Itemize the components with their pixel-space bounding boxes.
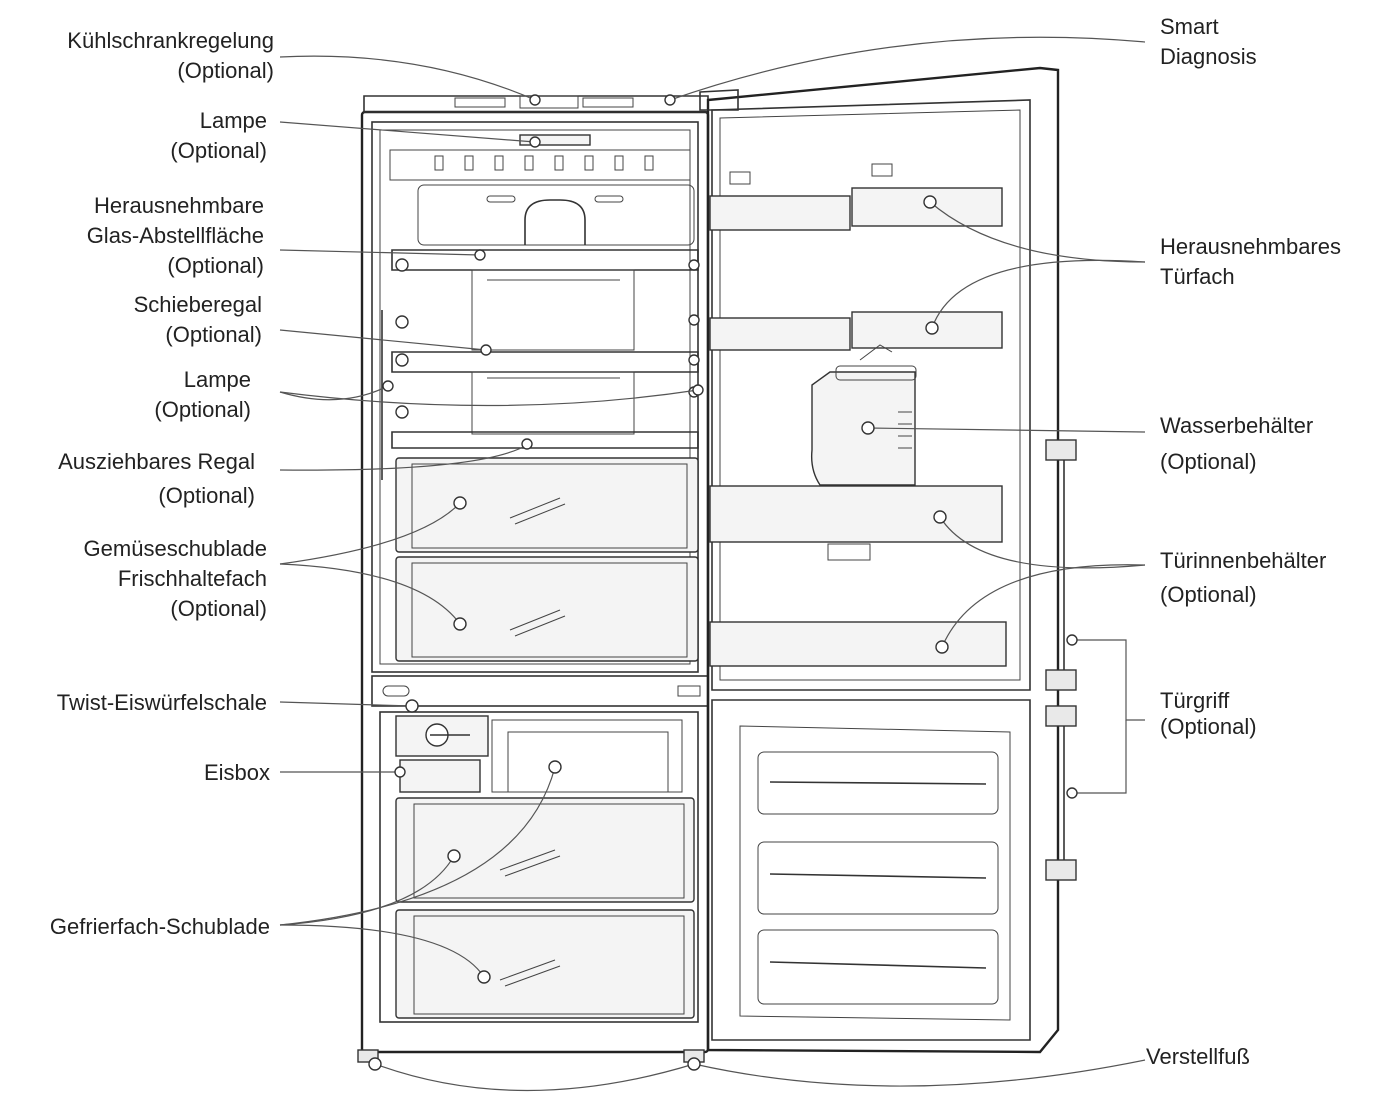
label-lampe-top: Lampe (Optional) <box>170 108 267 163</box>
label-ausziehbares-regal: Ausziehbares Regal (Optional) <box>58 449 255 508</box>
label-glas-abstellflaeche: Herausnehmbare Glas-Abstellfläche (Optio… <box>86 193 264 278</box>
label-lampe-mid: Lampe (Optional) <box>154 367 251 422</box>
fridge-door <box>699 66 1077 1054</box>
label-kuehlschrankregelung: Kühlschrankregelung (Optional) <box>67 28 274 83</box>
label-gemueseschublade: Gemüseschublade Frischhaltefach (Optiona… <box>83 536 267 621</box>
label-tuerinnenbehaelter: Türinnenbehälter (Optional) <box>1160 548 1327 607</box>
label-schieberegal: Schieberegal (Optional) <box>133 292 262 347</box>
label-twist-eiswuerfelschale: Twist-Eiswürfelschale <box>56 690 267 715</box>
label-gefrierfach-schublade: Gefrierfach-Schublade <box>49 914 270 939</box>
label-tuerfach: Herausnehmbares Türfach <box>1160 234 1341 289</box>
fridge-cabinet <box>357 95 710 1063</box>
label-tuergriff: Türgriff (Optional) <box>1160 688 1257 739</box>
label-wasserbehaelter: Wasserbehälter (Optional) <box>1160 413 1314 474</box>
label-verstellfuss: Verstellfuß <box>1146 1044 1250 1069</box>
label-eisbox: Eisbox <box>203 760 270 785</box>
callout-dots <box>368 94 1078 1071</box>
leader-lines <box>279 36 1146 1092</box>
label-smart-diagnosis: Smart Diagnosis <box>1160 14 1257 69</box>
